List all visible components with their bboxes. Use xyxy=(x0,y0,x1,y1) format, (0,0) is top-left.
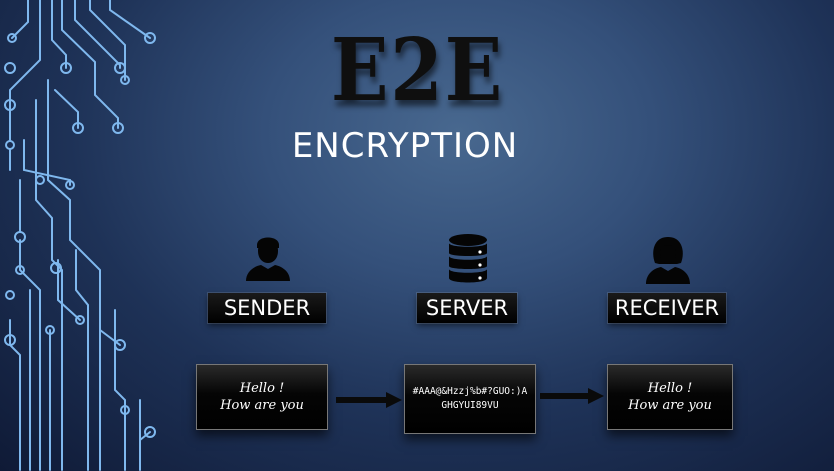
database-icon xyxy=(449,234,487,283)
circuit-decoration xyxy=(4,0,156,471)
server-message-box: #AAA@&Hzzj%b#?GUO:)A GHGYUI89VU xyxy=(404,364,536,434)
receiver-message-line1: Hello ! xyxy=(647,381,693,396)
arrow-right-icon xyxy=(540,388,604,404)
sender-label: SENDER xyxy=(208,293,326,323)
receiver-message-box: Hello ! How are you xyxy=(607,364,733,430)
person-icon xyxy=(246,237,290,281)
receiver-message-line2: How are you xyxy=(628,398,712,413)
sender-message-line1: Hello ! xyxy=(239,381,285,396)
server-message-line2: GHGYUI89VU xyxy=(441,400,499,411)
server-message-line1: #AAA@&Hzzj%b#?GUO:)A xyxy=(412,386,528,397)
arrow-right-icon xyxy=(336,392,402,408)
page-subtitle: ENCRYPTION xyxy=(291,126,519,166)
page-title: E2E xyxy=(330,20,504,121)
sender-message-box: Hello ! How are you xyxy=(196,364,328,430)
woman-icon xyxy=(646,237,690,284)
receiver-label: RECEIVER xyxy=(608,293,726,323)
server-label: SERVER xyxy=(417,293,517,323)
sender-message-line2: How are you xyxy=(220,398,304,413)
